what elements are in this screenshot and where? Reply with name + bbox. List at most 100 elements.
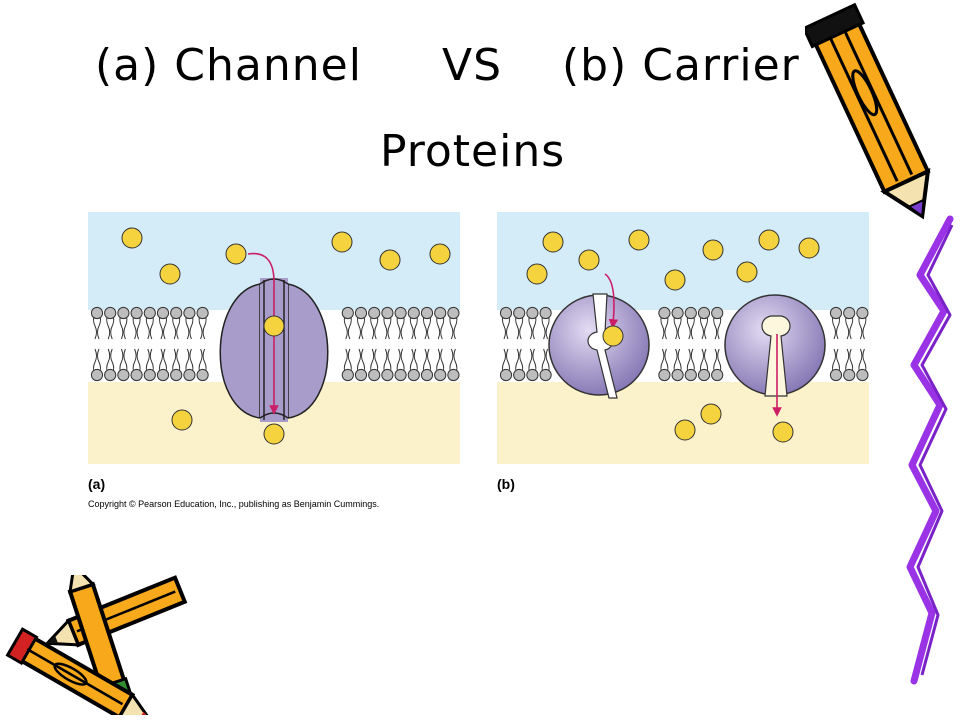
phospholipid-head (196, 306, 209, 320)
phospholipid-head (658, 368, 671, 382)
carrier-protein-diagram (497, 212, 869, 464)
phospholipid-head (671, 306, 684, 320)
phospholipid-head (368, 368, 381, 382)
title-proteins: Proteins (380, 126, 566, 177)
phospholipid-head (143, 306, 156, 320)
phospholipid-head (434, 306, 447, 320)
caption-a: (a) (88, 476, 106, 492)
phospholipid-head (856, 368, 869, 382)
solute-molecule (700, 403, 722, 425)
solute-molecule (171, 409, 193, 431)
title-vs: VS (442, 40, 503, 91)
carrier-protein-figure (497, 212, 869, 464)
channel-protein-figure (88, 212, 460, 464)
phospholipid-head (407, 306, 420, 320)
phospholipid-head (843, 368, 856, 382)
phospholipid-head (539, 306, 552, 320)
solute-molecule (758, 229, 780, 251)
solute-molecule (159, 263, 181, 285)
phospholipid-head (829, 368, 843, 382)
solute-molecule (798, 237, 820, 259)
solute-molecule (263, 423, 285, 445)
transport-arrow (247, 252, 279, 415)
phospholipid-head (394, 306, 407, 320)
phospholipid-head (104, 368, 117, 382)
phospholipid-head (341, 306, 354, 320)
channel-protein-diagram (88, 212, 460, 464)
phospholipid-head (170, 306, 183, 320)
phospholipid-head (341, 368, 354, 382)
title-channel: (a) Channel (95, 40, 362, 91)
solute-molecule (526, 263, 548, 285)
crossed-pencils-icon (5, 575, 188, 715)
phospholipid-head (420, 368, 434, 382)
phospholipid-head (420, 306, 434, 320)
phospholipid-head (156, 368, 170, 382)
phospholipid-head (117, 368, 130, 382)
phospholipid-head (407, 368, 420, 382)
phospholipid-head (130, 306, 143, 320)
title-carrier: (b) Carrier (562, 40, 800, 91)
solute-molecule (542, 231, 564, 253)
phospholipid-head (711, 306, 724, 320)
solute-molecules (526, 229, 820, 443)
scribble-decoration (906, 215, 954, 685)
solute-molecule (628, 229, 650, 251)
phospholipid-head (381, 368, 394, 382)
phospholipid-head (539, 368, 552, 382)
phospholipid-head (513, 368, 526, 382)
solute-molecule (772, 421, 794, 443)
copyright-text: Copyright © Pearson Education, Inc., pub… (88, 499, 380, 509)
phospholipid-head (90, 306, 104, 320)
phospholipid-head (368, 306, 381, 320)
solute-molecule (379, 249, 401, 271)
phospholipid-head (711, 368, 724, 382)
phospholipid-head (843, 306, 856, 320)
phospholipid-head (434, 368, 447, 382)
phospholipid-head (394, 368, 407, 382)
phospholipid-head (183, 368, 196, 382)
phospholipid-head (381, 306, 394, 320)
phospholipid-head (856, 306, 869, 320)
phospholipid-head (143, 368, 156, 382)
lipid-bilayer (499, 306, 869, 382)
phospholipid-head (513, 306, 526, 320)
solute-molecule (225, 243, 247, 265)
phospholipid-head (117, 306, 130, 320)
phospholipid-head (658, 306, 671, 320)
lipid-bilayer (90, 306, 460, 382)
phospholipid-head (104, 306, 117, 320)
solute-molecule (121, 227, 143, 249)
phospholipid-head (130, 368, 143, 382)
phospholipid-head (354, 306, 368, 320)
transport-arrow-in (604, 273, 619, 329)
phospholipid-head (684, 368, 697, 382)
solute-molecule (664, 269, 686, 291)
phospholipid-head (183, 306, 196, 320)
phospholipid-head (447, 368, 460, 382)
caption-b: (b) (497, 476, 515, 492)
phospholipid-head (196, 368, 209, 382)
phospholipid-head (447, 306, 460, 320)
phospholipid-head (526, 306, 539, 320)
phospholipid-head (90, 368, 104, 382)
solute-molecule (736, 261, 758, 283)
phospholipid-head (684, 306, 697, 320)
solute-molecule (602, 325, 624, 347)
carrier-protein-open-outside (548, 293, 650, 399)
solute-molecules (121, 227, 451, 445)
solute-molecule (702, 239, 724, 261)
phospholipid-head (526, 368, 539, 382)
carrier-protein-open-inside (724, 294, 826, 397)
solute-molecule (429, 243, 451, 265)
pencil-icon (805, 2, 931, 220)
phospholipid-head (697, 368, 711, 382)
solute-molecule (263, 315, 285, 337)
phospholipid-head (697, 306, 711, 320)
phospholipid-head (671, 368, 684, 382)
solute-molecule (674, 419, 696, 441)
solute-molecule (578, 249, 600, 271)
solute-molecule (331, 231, 353, 253)
phospholipid-head (156, 306, 170, 320)
phospholipid-head (499, 306, 513, 320)
